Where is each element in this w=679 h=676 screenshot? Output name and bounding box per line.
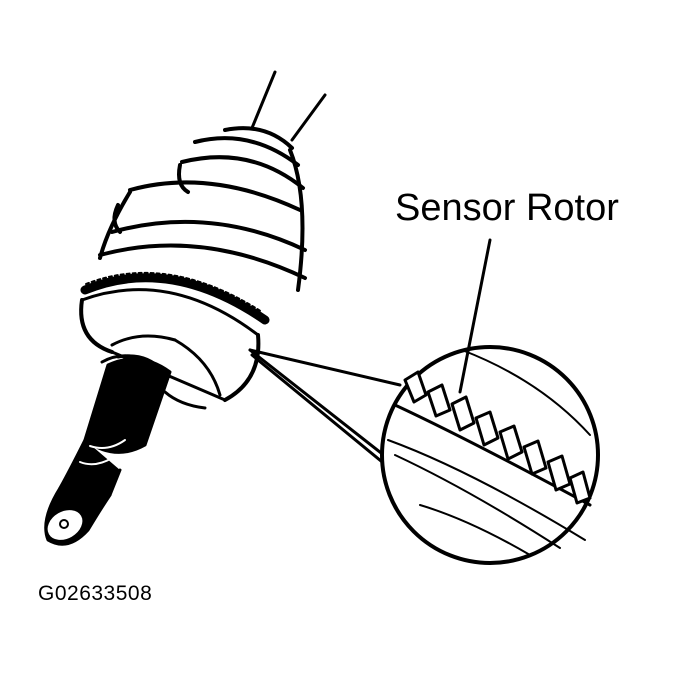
sensor-rotor-label: Sensor Rotor xyxy=(395,187,619,229)
cv-boot xyxy=(98,126,307,292)
magnify-leader-lines xyxy=(248,348,402,472)
sensor-rotor-ring xyxy=(80,271,270,337)
magnified-detail-circle xyxy=(380,345,600,565)
figure-code: G02633508 xyxy=(38,582,153,605)
threaded-tip xyxy=(44,486,112,546)
stub-axle xyxy=(58,354,172,503)
label-leader-line xyxy=(458,238,492,394)
rotor-teeth xyxy=(403,370,592,505)
drive-shaft xyxy=(250,70,327,142)
